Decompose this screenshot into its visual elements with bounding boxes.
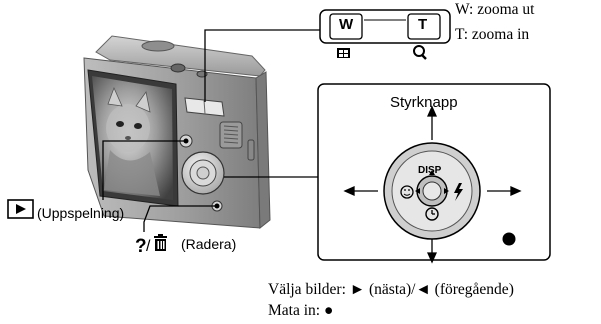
help-icon: ? (135, 236, 147, 257)
select-images-text: Välja bilder: ► (nästa)/◄ (föregående) (268, 281, 514, 299)
svg-text:/: / (146, 238, 151, 255)
lcd-screen (88, 70, 178, 206)
zoom-out-text: W: zooma ut (455, 1, 534, 19)
enter-text: Mata in: ● (268, 302, 333, 320)
control-pad[interactable] (384, 143, 480, 239)
camera-control-wheel[interactable] (182, 152, 224, 194)
playback-icon (8, 200, 33, 218)
index-icon (337, 48, 350, 58)
zoom-in-text: T: zooma in (455, 26, 529, 44)
mode-switch[interactable] (220, 122, 242, 148)
zoom-t-key-label: T (418, 16, 427, 33)
svg-text:?: ? (135, 236, 147, 257)
control-button-title: Styrknapp (390, 94, 458, 111)
magnify-icon (414, 46, 426, 59)
zoom-w-key-label: W (339, 16, 353, 33)
delete-label: (Radera) (181, 236, 236, 252)
disp-label: DISP (418, 165, 441, 176)
enter-dot (503, 233, 516, 246)
trash-icon (154, 234, 167, 251)
playback-label: (Uppspelning) (37, 205, 124, 221)
